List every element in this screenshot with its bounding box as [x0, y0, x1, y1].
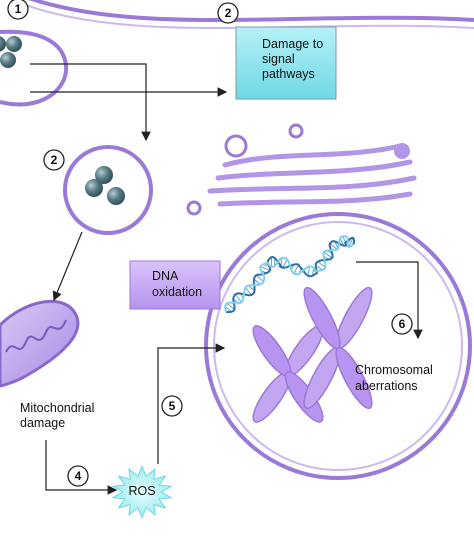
particle — [0, 52, 16, 68]
ros-label: ROS — [128, 484, 155, 498]
dna-base-pair — [253, 278, 261, 285]
svg-text:4: 4 — [75, 469, 82, 483]
dna-base-pair — [256, 274, 264, 282]
nucleus — [204, 212, 472, 480]
ros-starburst: ROS — [111, 465, 173, 519]
chromo-label-line2: aberrations — [355, 379, 418, 393]
dna-base-pair — [224, 306, 232, 313]
dna-base-pair — [315, 264, 323, 271]
mito-label-line2: damage — [20, 416, 65, 430]
particle — [6, 36, 22, 52]
chromosomes — [252, 286, 373, 423]
dna-base-pair — [329, 243, 338, 250]
signal-box-line3: pathways — [262, 67, 315, 81]
golgi-apparatus — [186, 123, 417, 216]
particle — [0, 36, 6, 52]
step-badge-5: 5 — [161, 395, 183, 417]
signal-box-line2: signal — [262, 52, 295, 66]
mitochondrion — [0, 300, 80, 388]
dna-base-pair — [226, 302, 235, 310]
dna-base-pair — [260, 266, 271, 271]
dna-box-line1: DNA — [152, 269, 179, 283]
arrow-vesicle-to-mito — [52, 231, 83, 302]
arrows — [30, 63, 423, 495]
arrow-ros-to-dna — [157, 343, 226, 464]
step-badges: 1 2 2 4 5 6 — [7, 0, 413, 487]
svg-text:2: 2 — [225, 6, 232, 20]
signal-box-line1: Damage to — [262, 37, 323, 51]
step-badge-2a: 2 — [217, 2, 239, 24]
dna-base-pair — [282, 259, 288, 268]
arrow-pit-to-vesicle — [30, 63, 151, 142]
dna-oxidation-box: DNA oxidation — [129, 260, 221, 310]
cell-membrane — [10, 0, 474, 29]
dna-base-pair — [293, 264, 299, 274]
dna-helix — [224, 235, 355, 313]
step-badge-1: 1 — [7, 0, 29, 20]
mito-label-line1: Mitochondrial — [20, 401, 94, 415]
dna-base-pair — [317, 261, 326, 268]
chromo-label-line1: Chromosomal — [355, 363, 433, 377]
endocytosis-pit — [0, 29, 69, 107]
step-badge-4: 4 — [67, 465, 89, 487]
arrow-mito-to-ros — [45, 440, 118, 495]
dna-base-pair — [235, 293, 242, 303]
svg-text:1: 1 — [15, 2, 22, 16]
svg-text:6: 6 — [399, 317, 406, 331]
dna-base-pair — [307, 266, 310, 276]
signal-pathways-box: Damage to signal pathways — [235, 26, 337, 100]
dna-base-pair — [245, 286, 252, 296]
dna-box-line2: oxidation — [152, 285, 202, 299]
particle — [107, 187, 125, 205]
svg-text:5: 5 — [169, 399, 176, 413]
dna-strand-a — [226, 236, 355, 313]
particle — [85, 179, 103, 197]
endocytic-vesicle — [63, 145, 153, 235]
dna-base-pair — [323, 251, 333, 259]
particle — [95, 166, 113, 184]
dna-base-pair — [348, 237, 354, 248]
dna-base-pair — [248, 285, 255, 292]
dna-strand-b — [224, 235, 355, 313]
svg-text:2: 2 — [51, 153, 58, 167]
arrow-dna-to-chromosomes — [356, 261, 423, 340]
step-badge-2b: 2 — [43, 149, 65, 171]
dna-base-pair — [312, 267, 314, 276]
step-badge-6: 6 — [391, 313, 413, 335]
